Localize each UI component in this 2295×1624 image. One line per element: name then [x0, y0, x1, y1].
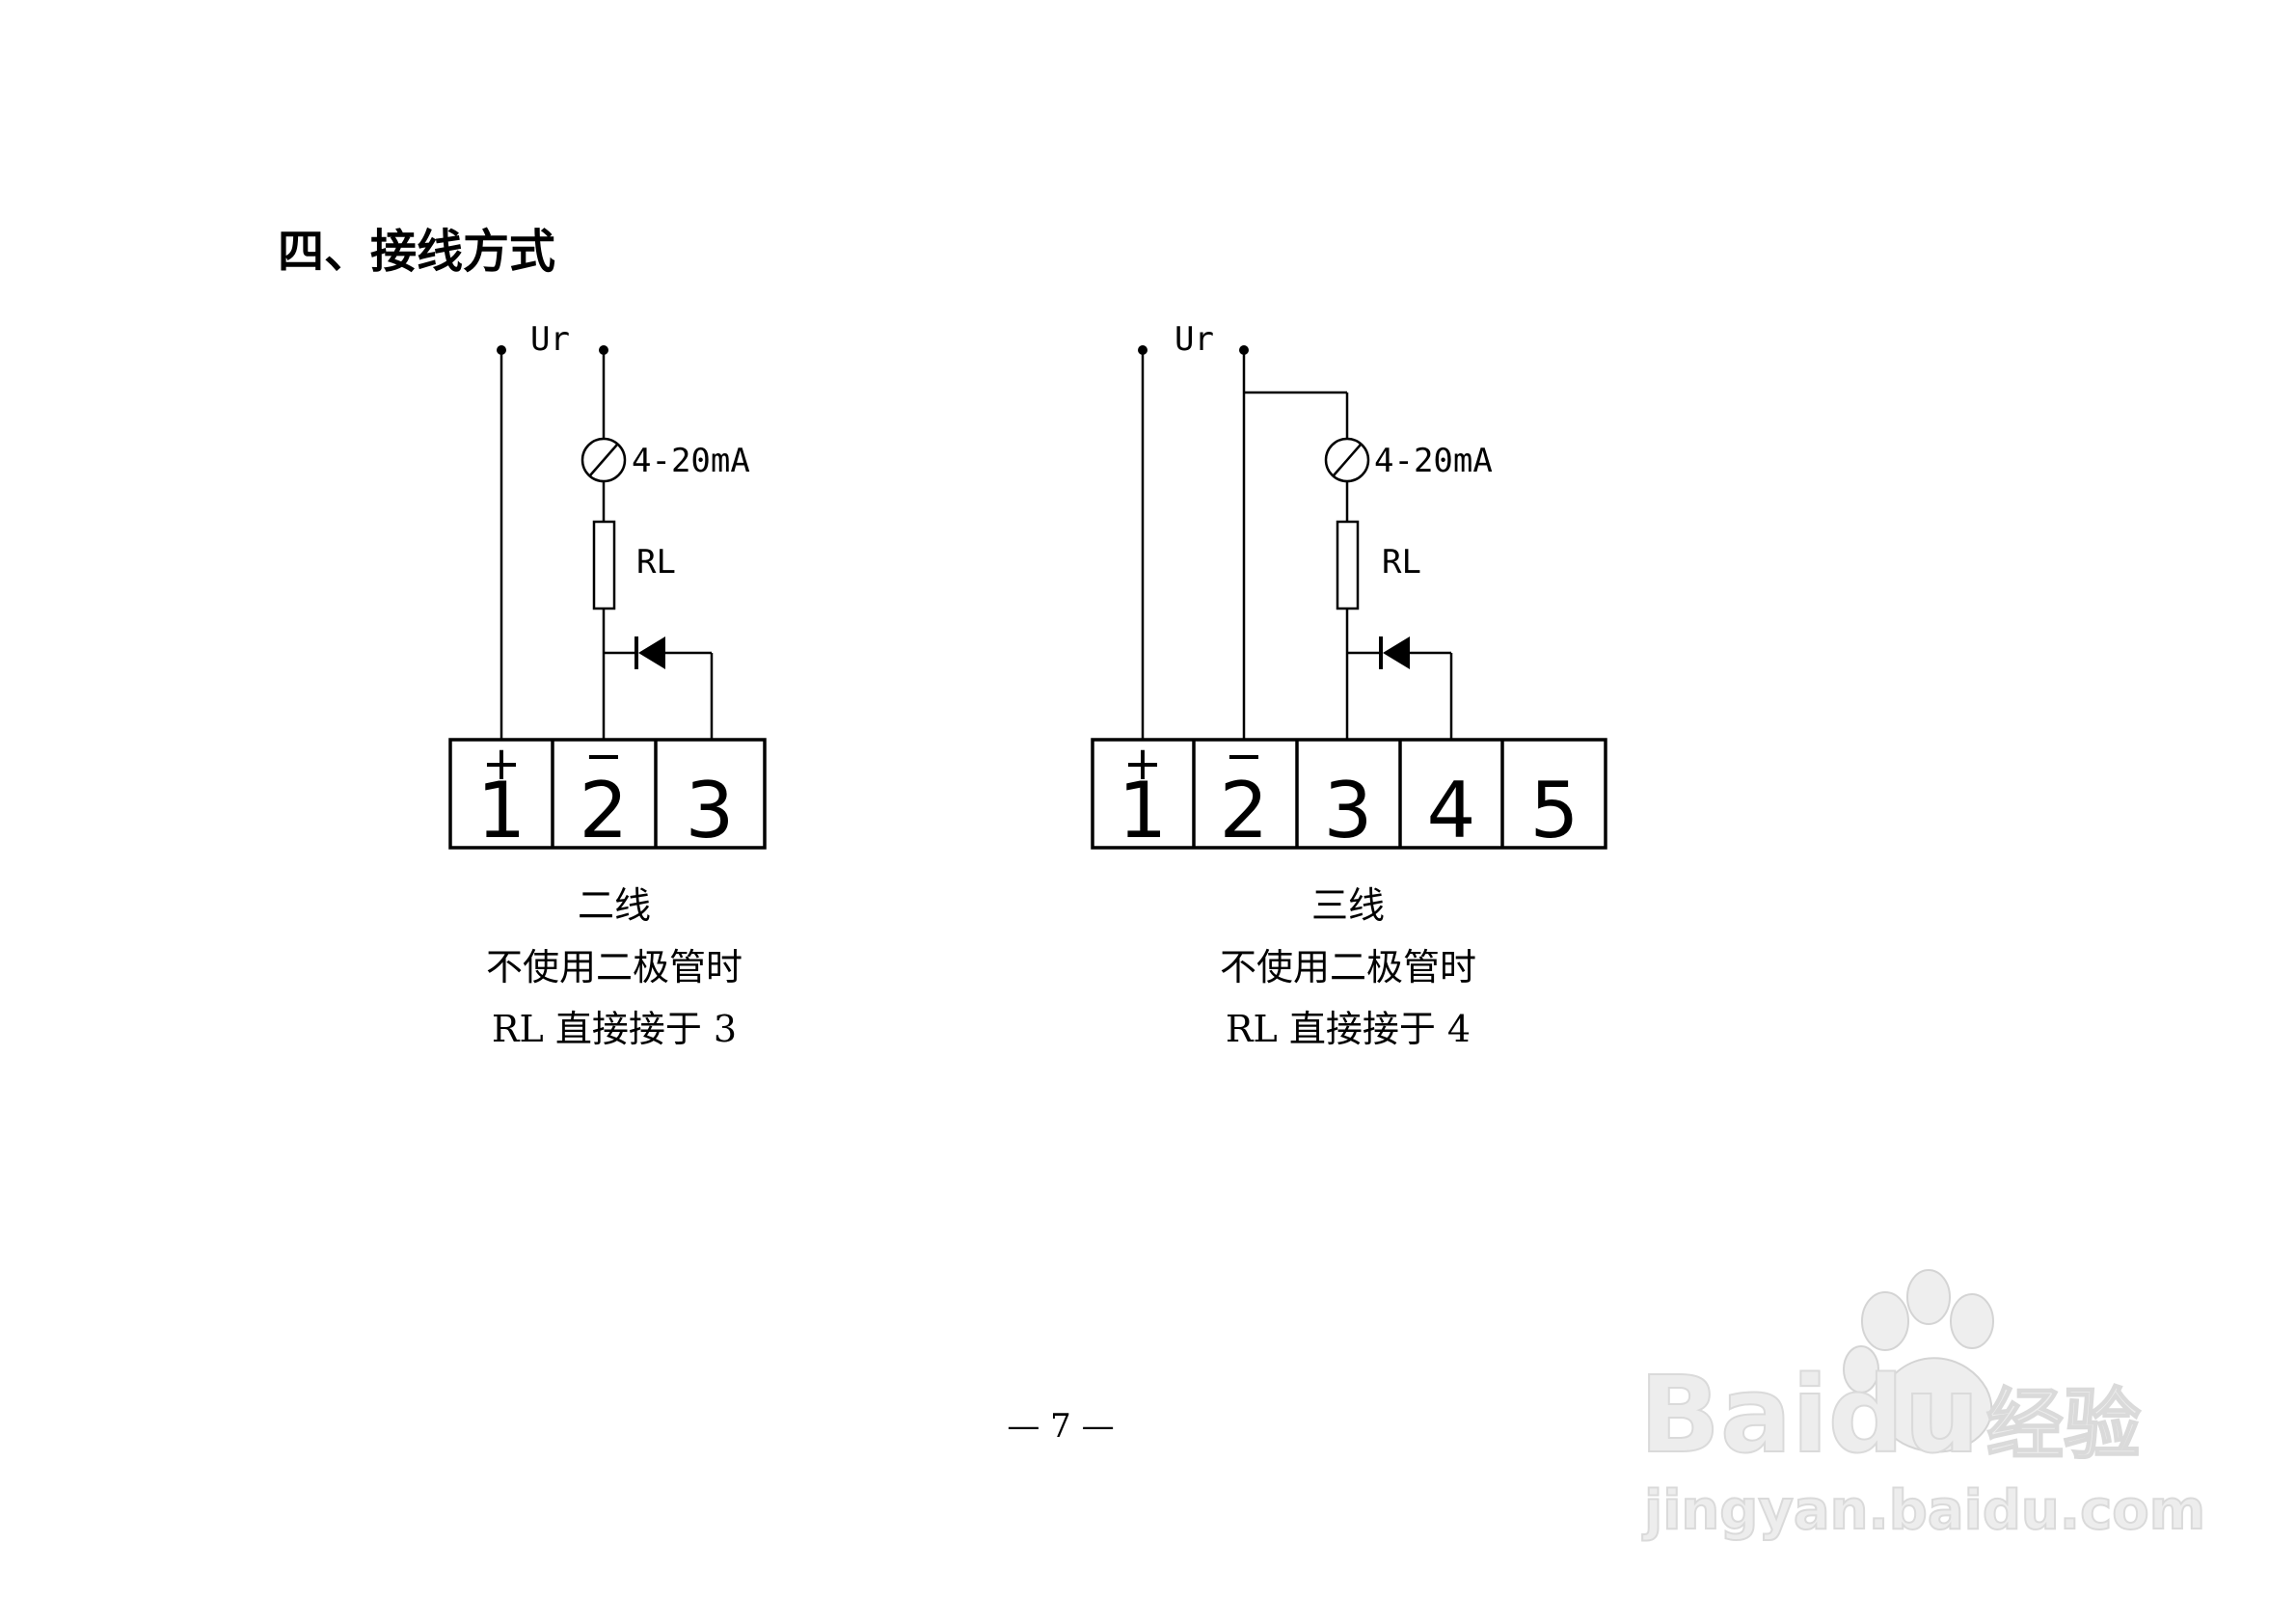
resistor-icon [592, 520, 616, 610]
terminal-2: 2 [1220, 766, 1269, 855]
supply-label: Ur [530, 320, 570, 359]
caption-line-2: 不使用二极管时 [1220, 946, 1476, 988]
caption-line-1: 三线 [1311, 884, 1385, 927]
supply-label: Ur [1174, 320, 1214, 359]
resistor-icon [1336, 520, 1360, 610]
terminal-1: 1 [1119, 766, 1168, 855]
paw-icon [1843, 1269, 1994, 1453]
caption-line-1: 二线 [578, 884, 651, 927]
terminal-block [448, 738, 767, 850]
two-wire-diagram: Ur 4-20mA RL + − 1 2 3 二线 不使用二极管时 RL 直接接… [448, 320, 767, 1050]
resistor-label: RL [1382, 543, 1421, 582]
watermark-url: jingyan.baidu.com [1642, 1479, 2205, 1542]
terminal-block [1091, 738, 1607, 850]
caption-line-3: RL 直接接于 4 [1226, 1008, 1471, 1050]
resistor-label: RL [636, 543, 676, 582]
terminal-4: 4 [1427, 766, 1476, 855]
meter-label: 4-20mA [1374, 442, 1493, 480]
section-title: 四、接线方式 [278, 225, 555, 279]
watermark-brand: Baidu [1639, 1353, 1980, 1476]
caption-line-3: RL 直接接于 3 [492, 1008, 737, 1050]
terminal-3: 3 [686, 766, 735, 855]
terminal-2: 2 [580, 766, 629, 855]
three-wire-diagram: Ur 4-20mA RL + − 1 2 3 4 5 三线 不使用二极管时 RL… [1091, 320, 1607, 1050]
page-number: — 7 — [1007, 1407, 1114, 1446]
terminal-sign-2: − [584, 729, 623, 783]
terminal-sign-1: + [1123, 737, 1162, 791]
meter-label: 4-20mA [632, 442, 750, 480]
terminal-sign-2: − [1225, 729, 1263, 783]
terminal-3: 3 [1324, 766, 1373, 855]
terminal-5: 5 [1530, 766, 1580, 855]
terminal-sign-1: + [482, 737, 521, 791]
diode-icon [1383, 636, 1410, 669]
diode-icon [638, 636, 665, 669]
watermark-brand-suffix: 经验 [1986, 1380, 2141, 1470]
caption-line-2: 不使用二极管时 [486, 946, 742, 988]
terminal-1: 1 [477, 766, 526, 855]
baidu-watermark: Baidu 经验 jingyan.baidu.com [1638, 1269, 2206, 1543]
